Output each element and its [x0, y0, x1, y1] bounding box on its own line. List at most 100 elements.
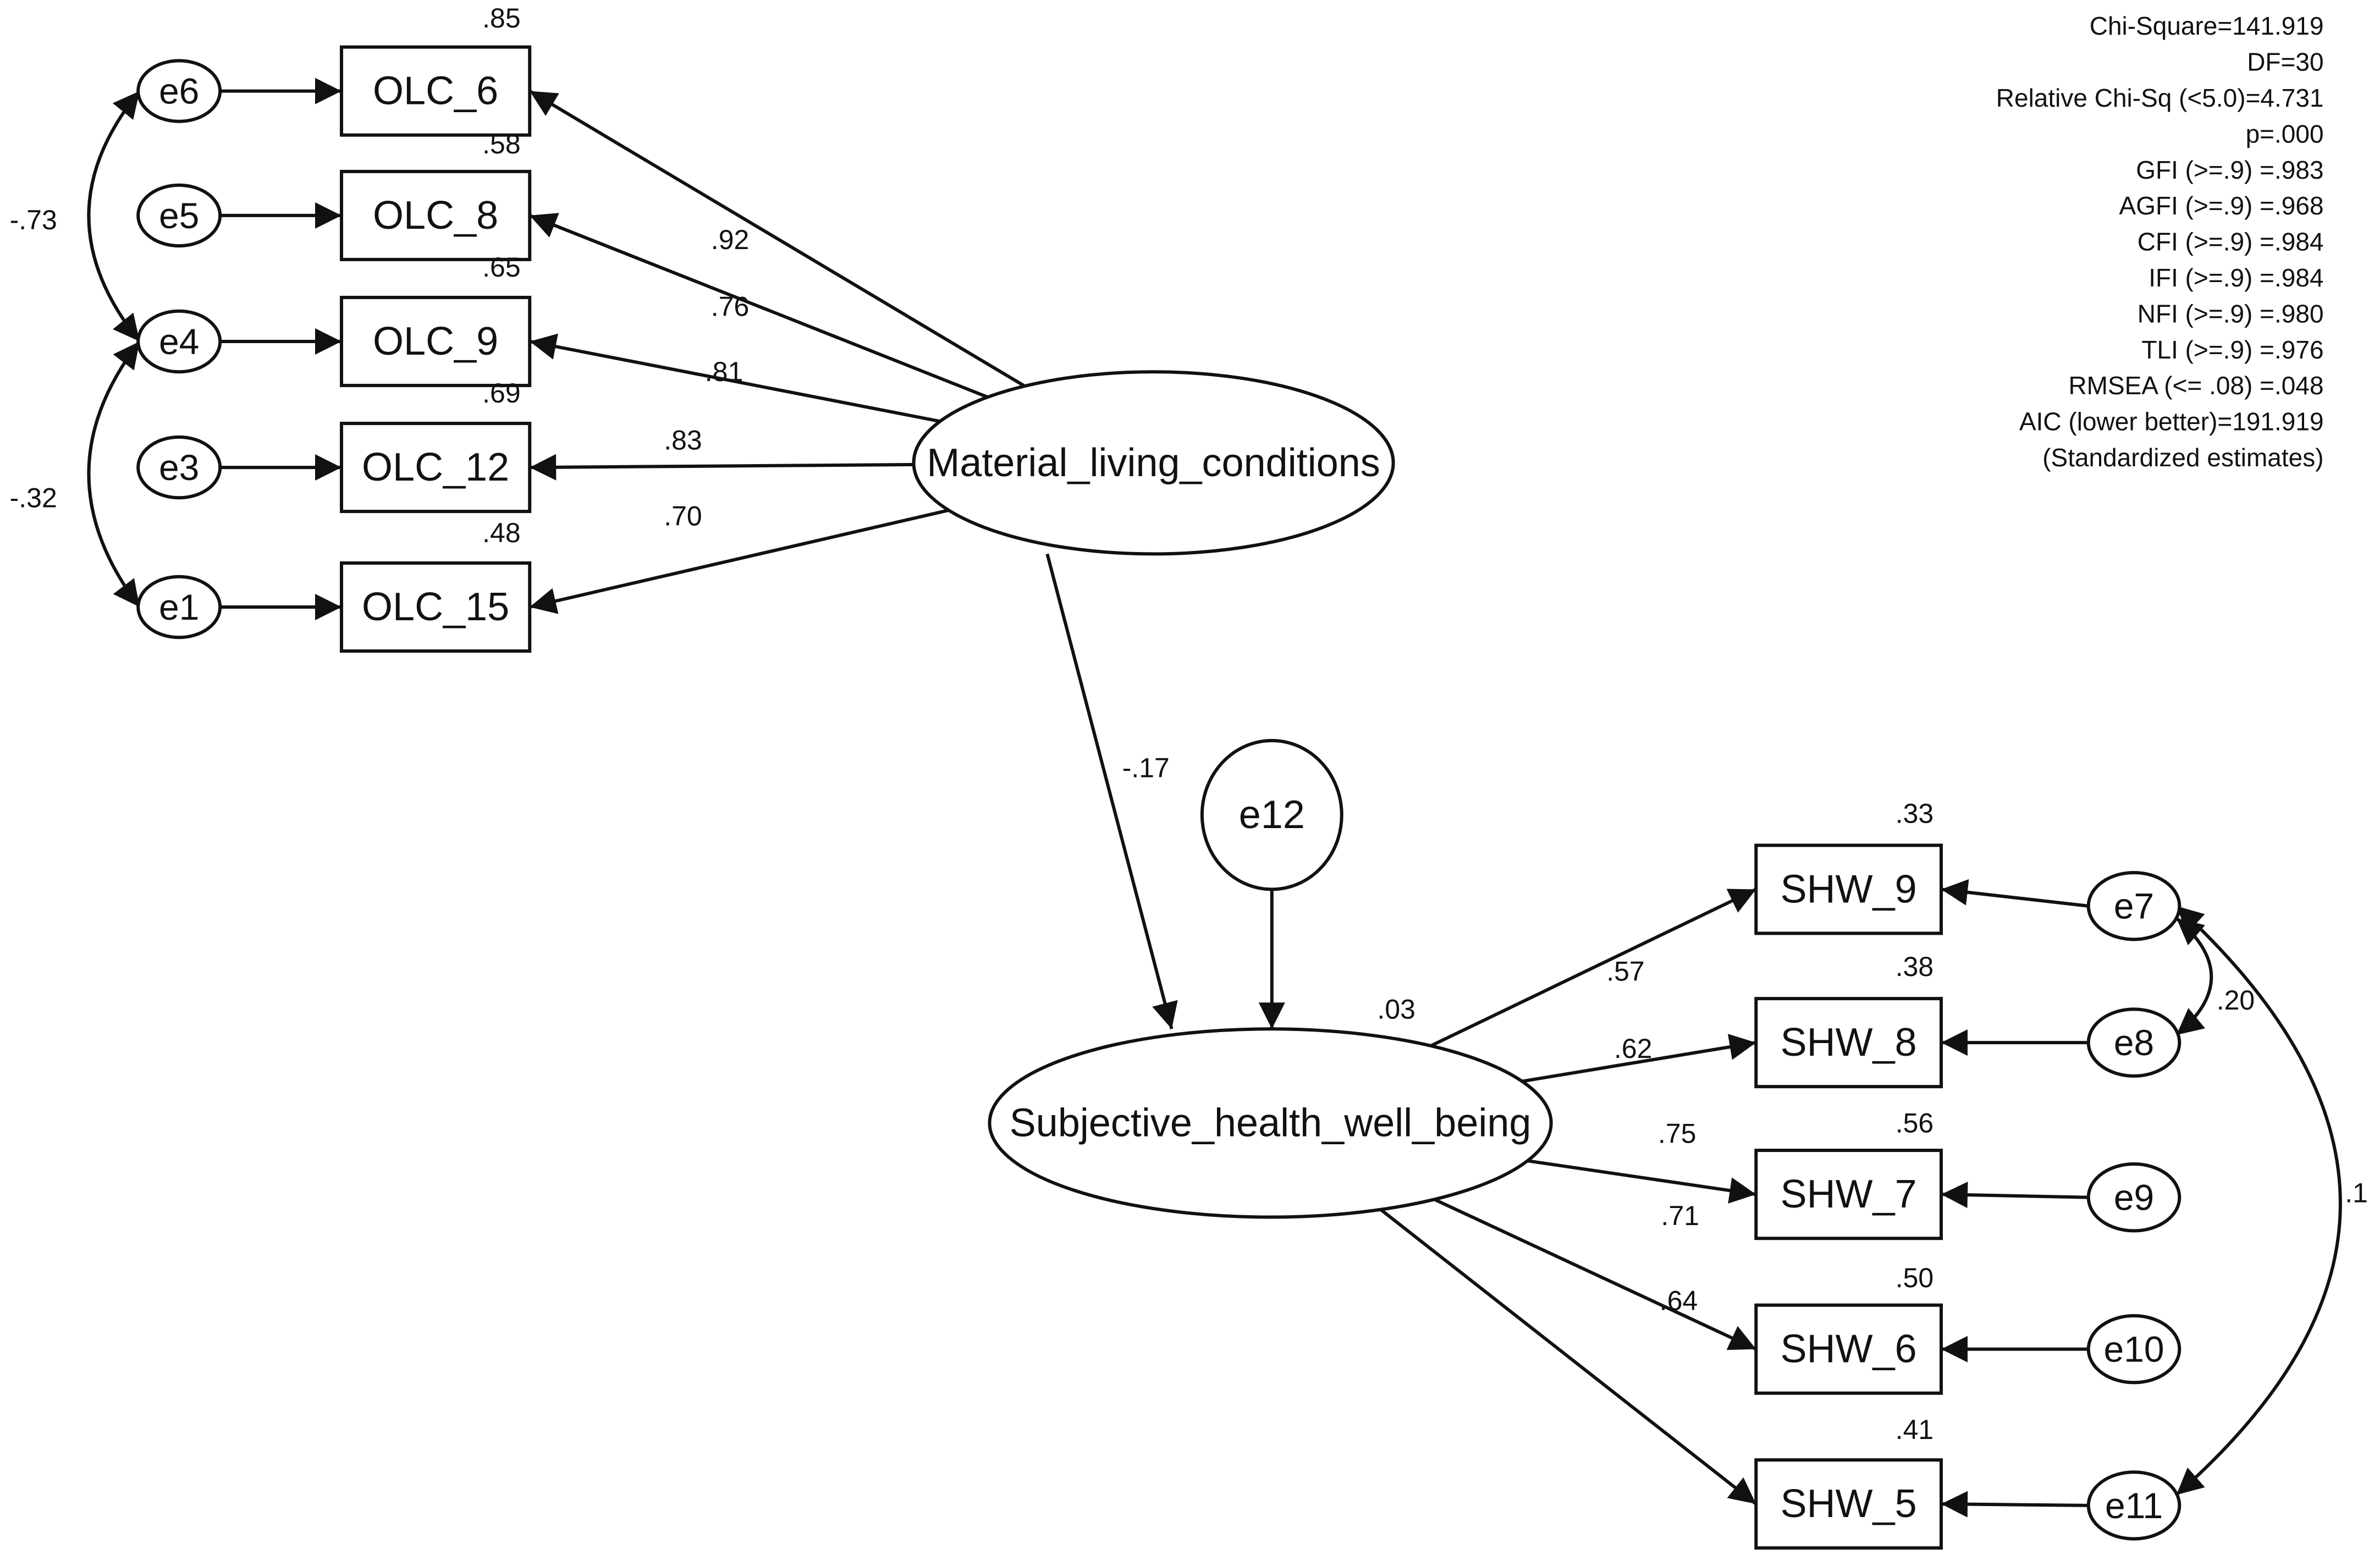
error-label: e8 [2114, 1022, 2154, 1063]
indicator-r2: .58 [482, 129, 521, 159]
indicator-r2: .33 [1896, 798, 1934, 829]
error-label: e3 [159, 447, 199, 488]
loading-path [1379, 1208, 1758, 1506]
fit-stat-line: AGFI (>=.9) =.968 [2119, 191, 2324, 220]
covariance-value: .20 [2217, 985, 2255, 1016]
fit-stat-line: GFI (>=.9) =.983 [2136, 156, 2323, 184]
loading-value: .71 [1661, 1200, 1700, 1231]
indicator-box [340, 169, 532, 261]
labels-layer: Material_living_conditionsSubjective_hea… [10, 3, 2368, 1526]
error-term-e1 [136, 575, 222, 639]
error-covariance [87, 90, 141, 343]
indicator-box [1754, 1458, 1943, 1550]
structural-coef: -.17 [1122, 753, 1170, 784]
loading-value: .76 [711, 291, 750, 322]
covariances-layer [87, 90, 2342, 1496]
loading-path [529, 333, 941, 423]
error-term-e10 [2086, 1314, 2181, 1385]
indicator-label: OLC_8 [373, 194, 498, 238]
latent-label: Material_living_conditions [927, 441, 1380, 485]
error-path [1941, 1182, 2089, 1209]
indicator-label: SHW_7 [1781, 1172, 1917, 1216]
disturbance-e12 [1200, 738, 1343, 891]
error-path [1941, 879, 2089, 908]
indicator-r2: .65 [482, 252, 521, 283]
fit-stat-line: p=.000 [2246, 119, 2324, 148]
loading-path [1434, 1198, 1757, 1351]
indicator-label: SHW_5 [1781, 1482, 1917, 1526]
disturbance-label: e12 [1239, 793, 1305, 837]
fit-stat-line: NFI (>=.9) =.980 [2137, 299, 2324, 328]
indicator-box [340, 295, 532, 388]
indicator-box [340, 561, 532, 653]
error-term-e8 [2086, 1007, 2181, 1078]
error-term-e7 [2086, 871, 2181, 941]
fit-stat-line: AIC (lower better)=191.919 [2019, 407, 2324, 436]
loading-path [1430, 887, 1757, 1047]
latent-r2: .03 [1377, 994, 1415, 1024]
loading-value: .81 [705, 356, 743, 387]
indicator-r2: .85 [482, 3, 521, 34]
fit-stat-line: IFI (>=.9) =.984 [2148, 263, 2323, 292]
loading-value: .92 [711, 224, 750, 255]
indicator-label: OLC_15 [362, 585, 509, 629]
loading-path [1522, 1034, 1756, 1083]
loading-path [529, 508, 949, 614]
loading-path [528, 90, 1026, 388]
covariance-value: .1 [2345, 1177, 2368, 1208]
indicator-box [340, 45, 532, 137]
error-term-e11 [2086, 1470, 2181, 1541]
indicator-r2: .48 [482, 517, 521, 548]
loading-path [1527, 1159, 1756, 1204]
indicator-r2: .56 [1896, 1107, 1934, 1138]
indicator-label: OLC_9 [373, 319, 498, 363]
indicator-label: OLC_6 [373, 69, 498, 113]
fit-stat-line: Chi-Square=141.919 [2090, 12, 2324, 40]
fit-stat-line: TLI (>=.9) =.976 [2141, 335, 2323, 364]
structural-path [1045, 553, 1178, 1030]
error-label: e11 [2105, 1485, 2163, 1526]
error-term-e5 [136, 183, 222, 248]
indicator-label: SHW_8 [1781, 1021, 1917, 1065]
error-label: e7 [2114, 886, 2154, 927]
indicator-box [1754, 1303, 1943, 1395]
error-path [1941, 1491, 2089, 1518]
error-term-e3 [136, 435, 222, 500]
covariance-value: -.32 [10, 482, 57, 513]
nodes-layer [136, 45, 2181, 1550]
error-label: e4 [159, 321, 199, 362]
error-label: e9 [2114, 1177, 2154, 1218]
error-covariance [87, 340, 141, 608]
loading-path [529, 213, 989, 399]
loading-value: .64 [1660, 1285, 1698, 1316]
indicator-r2: .38 [1896, 951, 1934, 982]
fit-stat-line: Relative Chi-Sq (<5.0)=4.731 [1996, 84, 2324, 112]
loading-value: .75 [1658, 1118, 1696, 1149]
indicator-r2: .69 [482, 378, 521, 409]
loading-value: .57 [1606, 956, 1645, 986]
fit-stat-line: (Standardized estimates) [2042, 443, 2323, 472]
indicator-label: OLC_12 [362, 445, 509, 489]
loading-value: .62 [1614, 1033, 1652, 1064]
edges-layer [220, 78, 2089, 1518]
error-term-e6 [136, 59, 222, 123]
latent-label: Subjective_health_well_being [1010, 1101, 1531, 1145]
error-label: e5 [159, 195, 199, 236]
error-covariance [2175, 905, 2342, 1496]
indicator-label: SHW_9 [1781, 867, 1917, 911]
error-label: e6 [159, 71, 199, 112]
loading-path [530, 454, 914, 481]
indicator-r2: .50 [1896, 1262, 1934, 1293]
indicator-box [340, 422, 532, 514]
latent-shw [988, 1027, 1553, 1219]
indicator-r2: .41 [1896, 1414, 1934, 1445]
latent-mlc [912, 370, 1395, 556]
covariance-value: -.73 [10, 205, 57, 235]
indicator-box [1754, 843, 1943, 935]
error-term-e9 [2086, 1162, 2181, 1233]
loading-value: .83 [664, 424, 702, 455]
indicator-box [1754, 997, 1943, 1089]
error-label: e1 [159, 587, 199, 627]
